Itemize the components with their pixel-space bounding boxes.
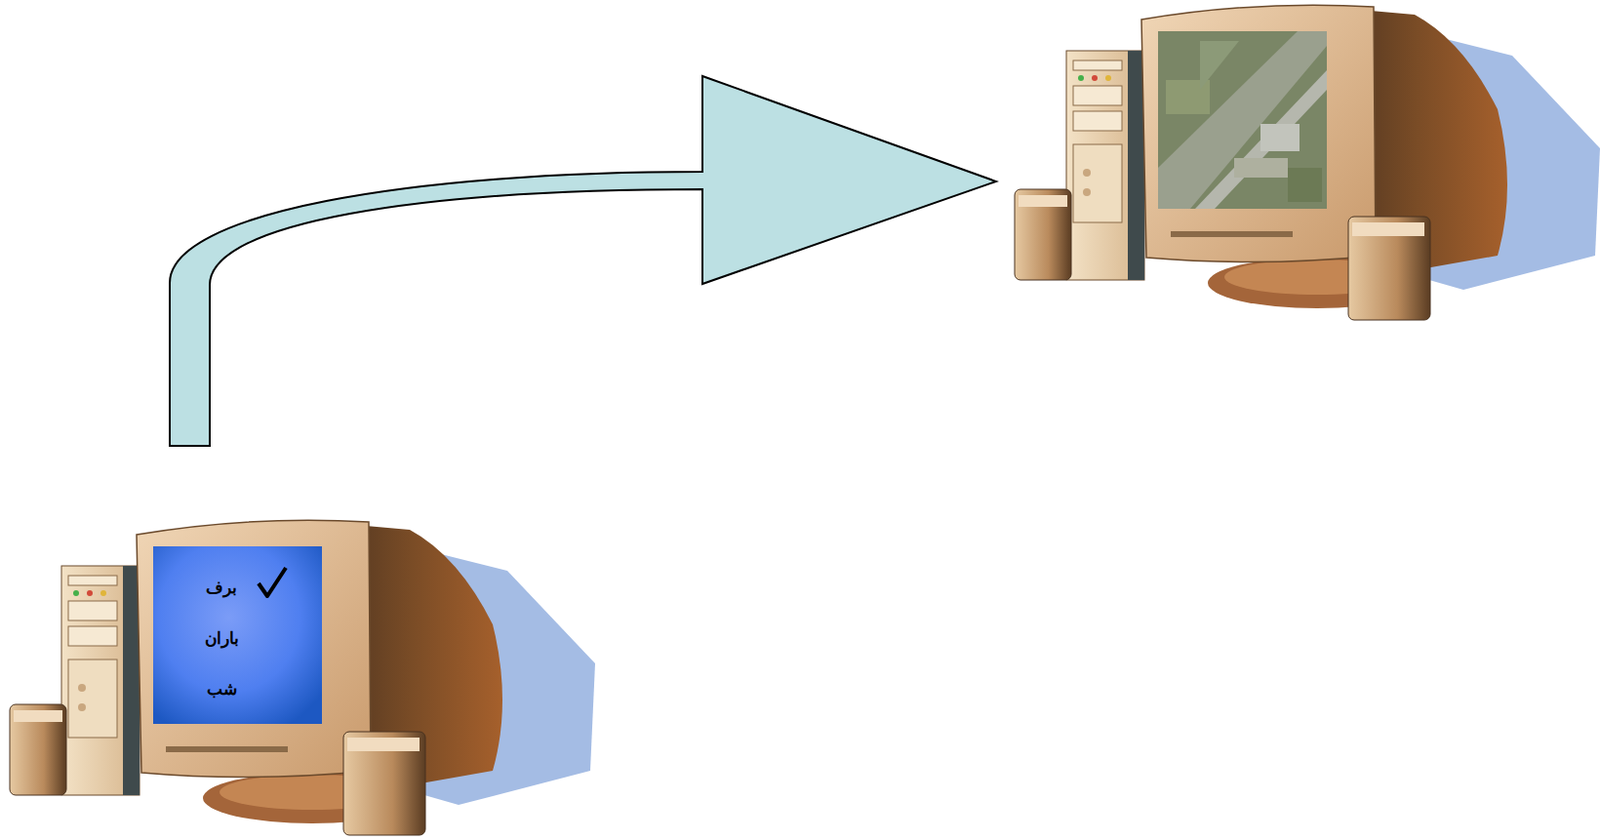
computer-illustration: [9, 520, 596, 836]
screen: [153, 546, 322, 724]
curved-arrow: [169, 76, 997, 446]
menu-item: باران: [172, 628, 271, 648]
computer-illustration: [1014, 4, 1600, 320]
menu-item: برف: [172, 577, 271, 598]
check-mark: [258, 567, 286, 597]
screen-menu: برف باران شب: [153, 556, 322, 722]
menu-item: شب: [172, 679, 271, 699]
